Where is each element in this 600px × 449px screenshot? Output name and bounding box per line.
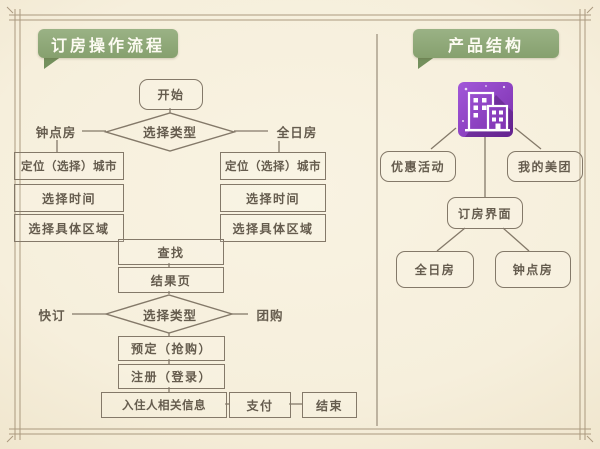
left-step-time: 选择时间	[14, 184, 124, 212]
decision1-label: 选择类型	[142, 124, 197, 140]
buildings-glyph	[465, 91, 510, 132]
decision-diamond-1	[103, 112, 237, 152]
end-node: 结束	[302, 392, 357, 418]
branch-hourly-label: 钟点房	[35, 124, 77, 140]
right-step-city: 定位（选择）城市	[220, 152, 326, 180]
my-meituan-node: 我的美团	[507, 151, 583, 182]
right-step-time: 选择时间	[220, 184, 326, 212]
right-title-tail	[418, 56, 436, 69]
hotel-app-icon	[458, 82, 513, 137]
decorative-frame	[6, 6, 594, 443]
guest-info-node: 入住人相关信息	[101, 392, 227, 418]
hourly-node: 钟点房	[495, 251, 571, 288]
right-step-area: 选择具体区域	[220, 214, 326, 242]
search-node: 查找	[118, 239, 224, 265]
decision-diamond-2	[103, 294, 235, 334]
start-node: 开始	[139, 79, 203, 110]
left-step-area: 选择具体区域	[14, 214, 124, 242]
icon-star-dots	[462, 85, 509, 127]
register-node: 注册（登录）	[118, 364, 225, 389]
decision2-label: 选择类型	[142, 307, 197, 323]
branch-fullday-label: 全日房	[276, 124, 318, 140]
left-panel-title: 订房操作流程	[38, 29, 178, 58]
results-node: 结果页	[118, 267, 224, 293]
right-panel-title: 产品结构	[413, 29, 559, 58]
pay-node: 支付	[229, 392, 291, 418]
left-step-city: 定位（选择）城市	[14, 152, 124, 180]
reserve-node: 预定（抢购）	[118, 336, 225, 361]
branch-group-label: 团购	[256, 307, 284, 323]
fullday-node: 全日房	[396, 251, 474, 288]
booking-ui-node: 订房界面	[447, 197, 523, 229]
left-title-tail	[44, 56, 62, 69]
branch-quick-label: 快订	[38, 307, 66, 323]
promotions-node: 优惠活动	[380, 151, 456, 182]
